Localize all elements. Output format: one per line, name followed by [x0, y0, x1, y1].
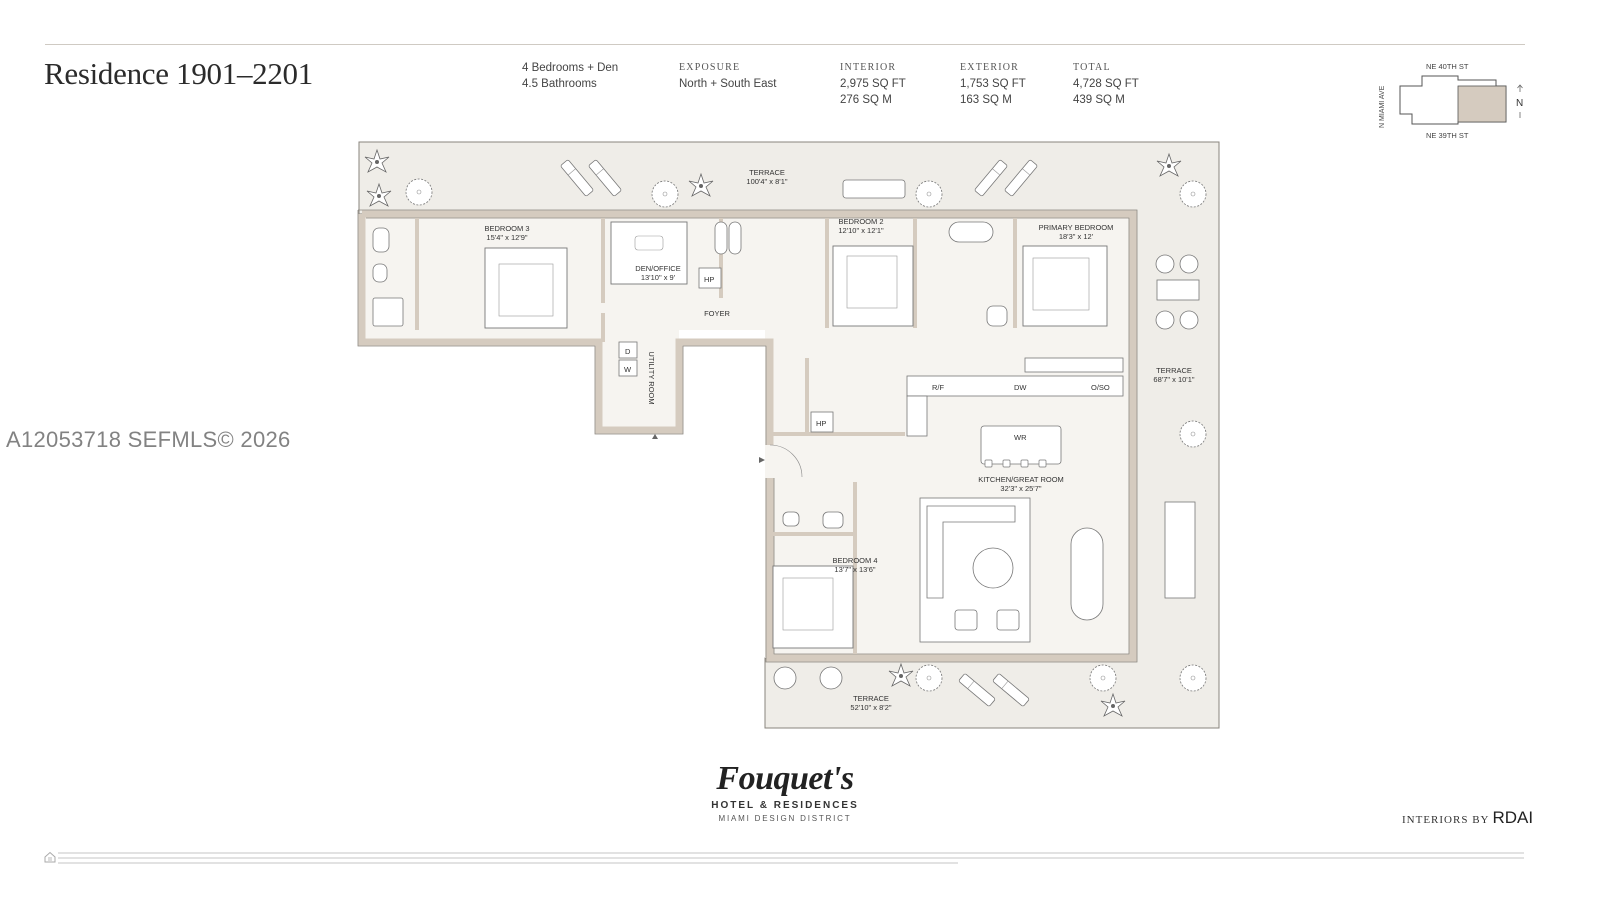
total-label: TOTAL [1073, 62, 1111, 73]
interior-sqft: 2,975 SQ FT [840, 78, 906, 90]
exposure-value: North + South East [679, 78, 777, 90]
bedroom4-dim: 13'7" x 13'6" [834, 565, 875, 574]
dining-table [1070, 527, 1104, 621]
north-label: N [1516, 98, 1523, 109]
total-spec: TOTAL 4,728 SQ FT 439 SQ M [1073, 60, 1139, 108]
armchair-left [954, 609, 978, 631]
legal-disclaimer-fine-print [58, 850, 1524, 865]
terrace-east-name: TERRACE [1156, 366, 1192, 375]
den-dim: 13'10" x 9' [641, 273, 676, 282]
exposure-label: EXPOSURE [679, 62, 741, 73]
brand-line1: HOTEL & RESIDENCES [711, 800, 859, 811]
rf-label: R/F [932, 383, 945, 392]
desk-den [610, 221, 688, 285]
terrace-dining-table [1164, 501, 1196, 599]
brand-logo: Fouquet's [716, 760, 854, 797]
hp-label-north: HP [704, 275, 714, 284]
interior-label: INTERIOR [840, 62, 897, 73]
exterior-sqm: 163 SQ M [960, 94, 1012, 106]
terrace-south-dim: 52'10" x 8'2" [850, 703, 891, 712]
bedroom3-dim: 15'4" x 12'9" [486, 233, 527, 242]
rooms-spec: 4 Bedrooms + Den 4.5 Bathrooms [522, 60, 618, 92]
wr-label: WR [1014, 433, 1027, 442]
floor-plan: HP HP D W R/F DW O/SO WR [357, 141, 1220, 729]
terrace-east-dim: 68'7" x 10'1" [1153, 375, 1194, 384]
terrace-north-dim: 100'4" x 8'1" [746, 177, 787, 186]
disclaimer-text-lines [58, 852, 1524, 864]
total-sqft: 4,728 SQ FT [1073, 78, 1139, 90]
south-street-label: NE 39TH ST [1426, 131, 1469, 140]
terrace-south-name: TERRACE [853, 694, 889, 703]
coffee-table [972, 547, 1014, 589]
west-street-label: N MIAMI AVE [1379, 85, 1386, 128]
kitchen-great-room-dim: 32'3" x 25'7" [1000, 484, 1041, 493]
bedroom4-name: BEDROOM 4 [832, 556, 877, 565]
site-key-map: NE 40TH ST NE 39TH ST N MIAMI AVE N [1379, 62, 1523, 140]
service-entry-arrow-icon [652, 434, 658, 439]
foyer-label: FOYER [704, 309, 730, 318]
kitchen-island [980, 425, 1062, 465]
utility-floor [599, 330, 679, 430]
north-street-label: NE 40TH ST [1426, 62, 1469, 71]
terrace-lounge-table [1156, 279, 1200, 301]
header-rule [45, 44, 1525, 45]
brand-line2: MIAMI DESIGN DISTRICT [718, 814, 852, 823]
entry-arrow-icon [759, 457, 765, 463]
terrace-north-name: TERRACE [749, 168, 785, 177]
rooms-line-bedrooms: 4 Bedrooms + Den [522, 62, 619, 74]
sectional-sofa [926, 505, 1016, 599]
washer-label: W [624, 365, 632, 374]
primary-bedroom-name: PRIMARY BEDROOM [1039, 223, 1114, 232]
equal-housing-icon [44, 851, 56, 863]
brand-block: Fouquet's HOTEL & RESIDENCES MIAMI DESIG… [690, 760, 880, 823]
dw-label: DW [1014, 383, 1027, 392]
kitchen-counters [906, 357, 1124, 465]
bed-bedroom3 [484, 247, 568, 329]
dryer-label: D [625, 347, 631, 356]
mls-watermark: A12053718 SEFMLS© 2026 [6, 427, 291, 452]
exterior-sqft: 1,753 SQ FT [960, 78, 1026, 90]
oso-label: O/SO [1091, 383, 1110, 392]
exterior-label: EXTERIOR [960, 62, 1020, 73]
equipment [618, 267, 834, 433]
terrace-lounge-chairs [773, 254, 1199, 690]
entry-door-swing [769, 444, 803, 478]
total-sqm: 439 SQ M [1073, 94, 1125, 106]
hp-unit-north [698, 267, 722, 289]
interiors-firm: RDAI [1492, 808, 1534, 827]
exterior-walls [358, 210, 1137, 662]
bedroom2-dim: 12'10" x 12'1" [838, 226, 884, 235]
hp-unit-core [810, 411, 834, 433]
armchair-right [996, 609, 1020, 631]
exposure-spec: EXPOSURE North + South East [679, 60, 777, 92]
interior-sqm: 276 SQ M [840, 94, 892, 106]
utility-room-label: UTILITY ROOM [647, 351, 656, 404]
unit-highlight [1457, 85, 1507, 123]
residence-title: Residence 1901–2201 [44, 56, 313, 91]
bath-fixtures [372, 221, 1008, 529]
kitchen-great-room-name: KITCHEN/GREAT ROOM [978, 475, 1064, 484]
bedroom2-name: BEDROOM 2 [838, 217, 883, 226]
bed-bedroom2 [832, 245, 914, 327]
dryer [618, 341, 638, 359]
bedroom3-name: BEDROOM 3 [484, 224, 529, 233]
den-name: DEN/OFFICE [635, 264, 680, 273]
rooms-line-bathrooms: 4.5 Bathrooms [522, 78, 597, 90]
exterior-spec: EXTERIOR 1,753 SQ FT 163 SQ M [960, 60, 1026, 108]
interiors-by-label: INTERIORS BY [1402, 814, 1490, 826]
interior-spec: INTERIOR 2,975 SQ FT 276 SQ M [840, 60, 906, 108]
bed-bedroom4 [772, 565, 854, 649]
terrace-sofa-north [842, 179, 906, 199]
hp-label-core: HP [816, 419, 826, 428]
bed-primary [1022, 245, 1108, 327]
washer [618, 359, 638, 377]
primary-bedroom-dim: 18'3" x 12' [1059, 232, 1094, 241]
